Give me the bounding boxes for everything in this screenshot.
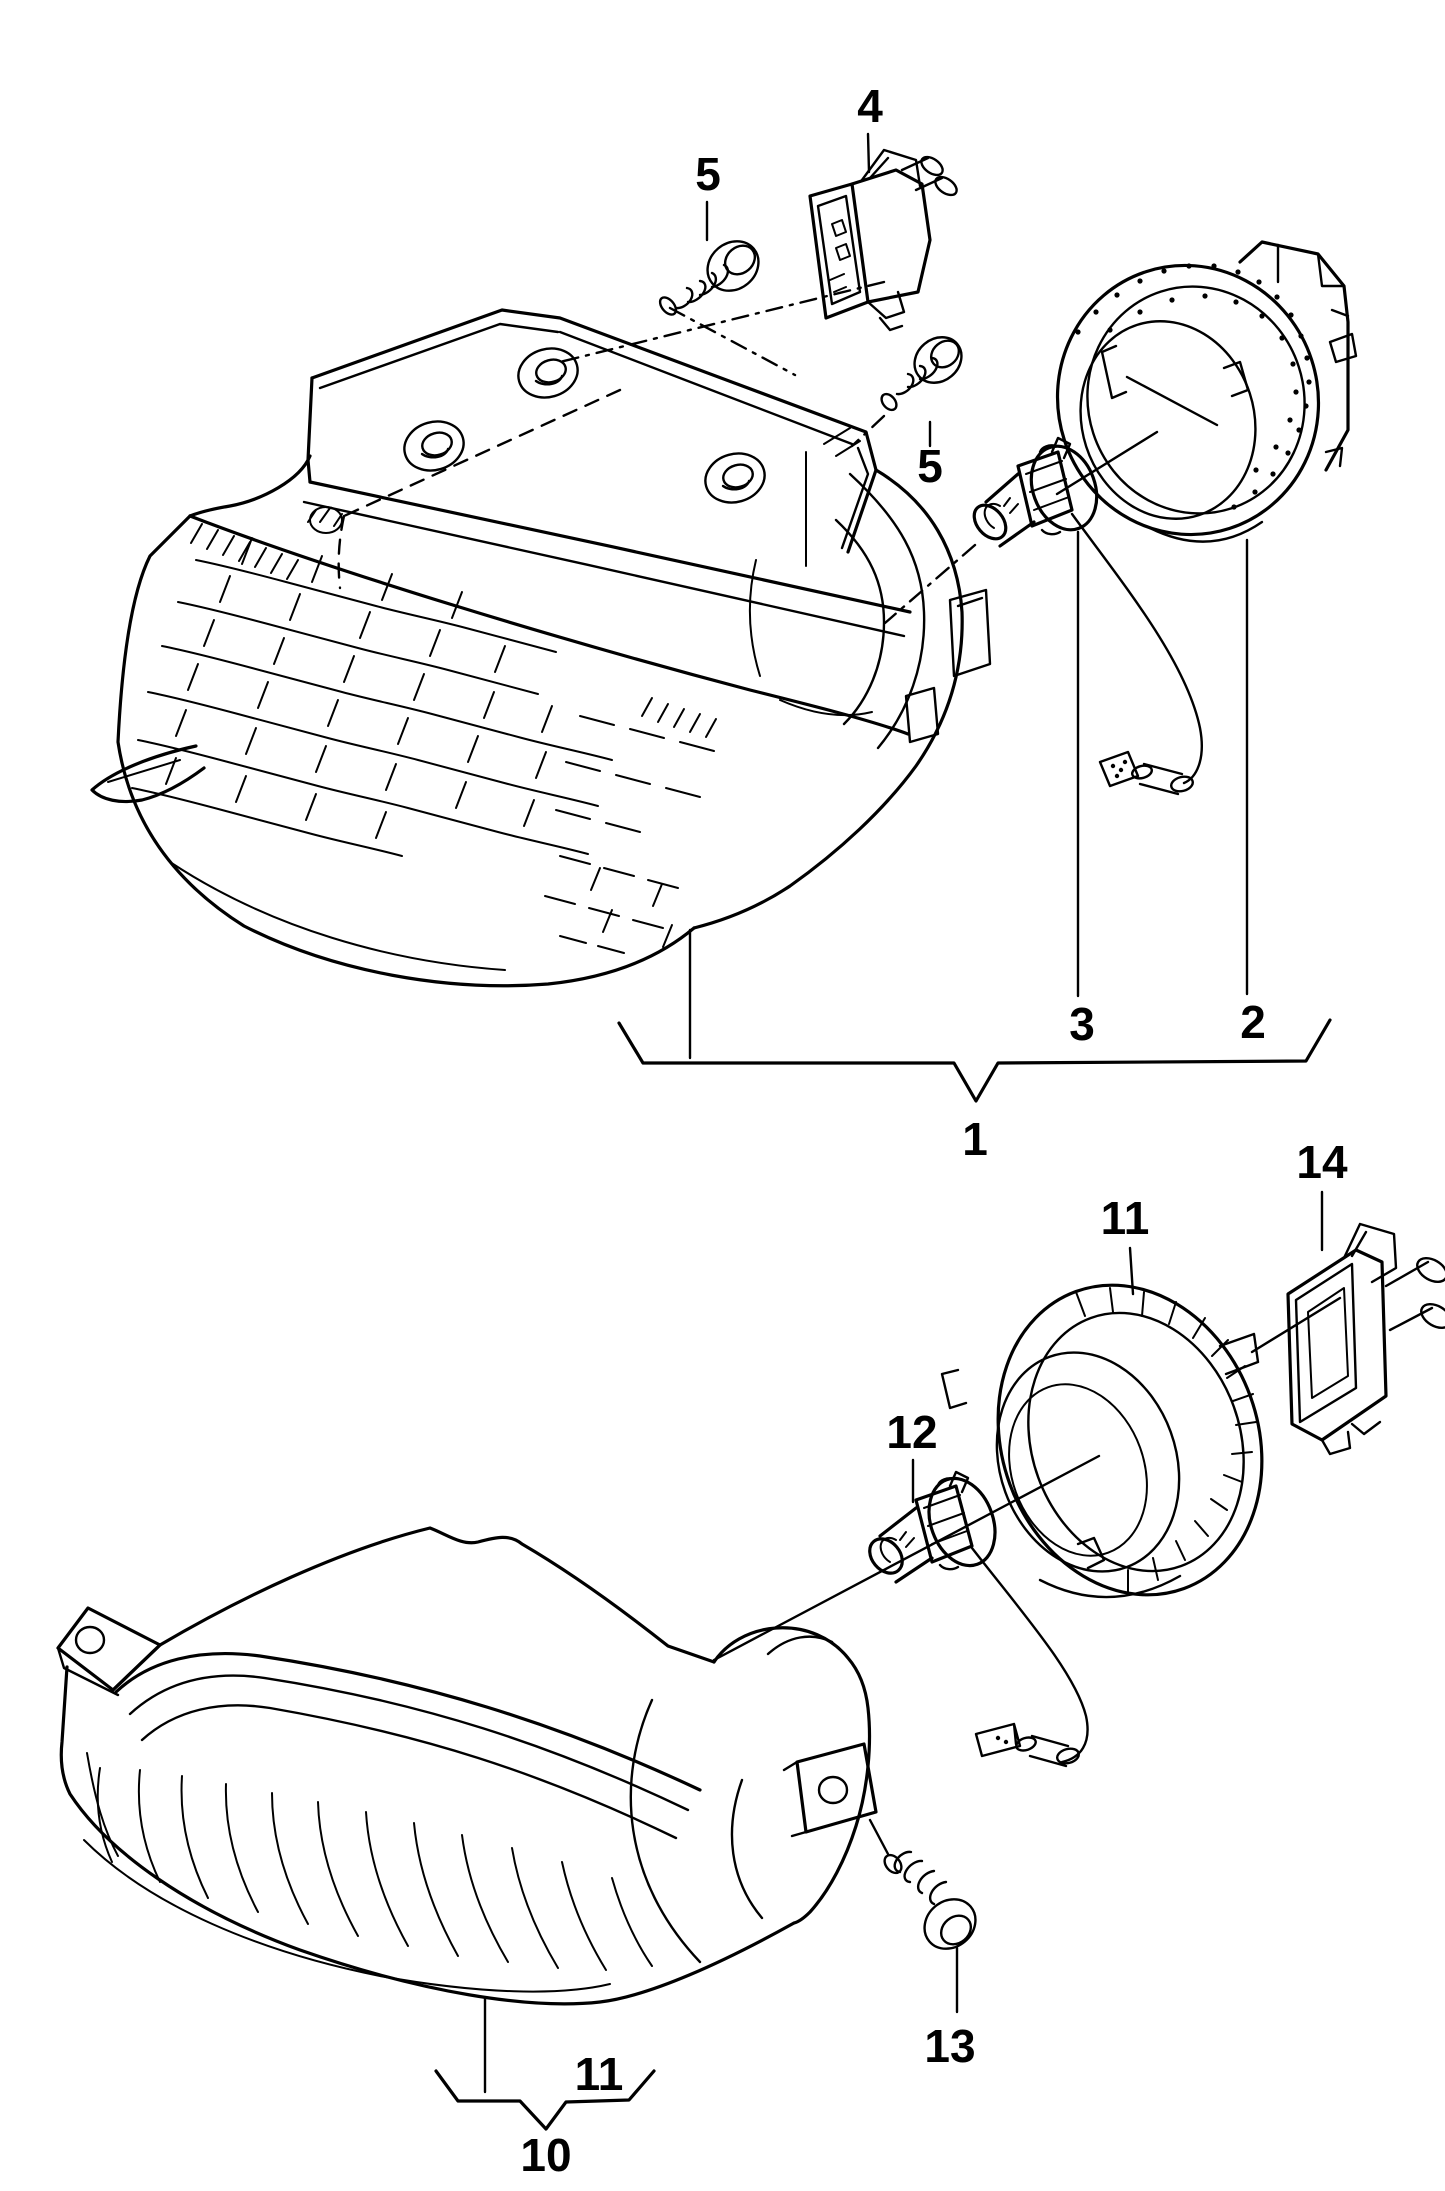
lower-callout-lines xyxy=(434,1190,1324,2131)
callout-12[interactable]: 12 xyxy=(886,1406,937,1458)
callout-4[interactable]: 4 xyxy=(857,80,883,132)
side-tab-drawing xyxy=(90,744,206,804)
reflector-11-leader xyxy=(712,1454,1101,1662)
callout-14[interactable]: 14 xyxy=(1296,1136,1348,1188)
spade-terminal-drawing xyxy=(974,1722,1080,1768)
screw-5b-drawing xyxy=(850,336,963,448)
reflector-2-drawing xyxy=(1055,240,1358,543)
lower-assembly-drawing: 11 14 12 13 11 10 xyxy=(56,1136,1445,2181)
bulb-to-reflector-leader xyxy=(1055,430,1159,496)
left-mount-tab-drawing xyxy=(56,1606,162,1697)
reflector-rim-hatching xyxy=(1075,1287,1257,1595)
mounting-bracket-drawing xyxy=(306,308,878,590)
callout-5-upper[interactable]: 5 xyxy=(695,148,721,200)
screw-5a-leader xyxy=(668,306,797,377)
callout-11-top[interactable]: 11 xyxy=(1101,1192,1150,1244)
upper-assembly-drawing: 4 5 5 3 2 1 xyxy=(90,80,1358,1165)
reflector-11-drawing xyxy=(712,1283,1264,1662)
lens-flute-pattern xyxy=(96,1767,653,1971)
bulb-3-drawing xyxy=(883,436,1203,796)
bracket-hole-icon xyxy=(517,347,579,399)
bracket-hole-icon xyxy=(704,452,766,504)
fog-lamp-housing-drawing xyxy=(56,1526,890,2006)
reflector-rim-dots xyxy=(1075,263,1312,510)
callout-2[interactable]: 2 xyxy=(1240,996,1266,1048)
connector-4-drawing xyxy=(808,148,958,332)
lens-right-hatching xyxy=(641,697,717,738)
hidden-boss-detail xyxy=(307,506,343,534)
connector-14-leader xyxy=(1250,1296,1342,1354)
lens-corner-hatching xyxy=(190,523,299,580)
callout-10[interactable]: 10 xyxy=(520,2129,571,2181)
lamp-housing-drawing xyxy=(90,427,992,988)
screw-5a-drawing xyxy=(658,240,760,316)
bracket-hole-icon xyxy=(403,420,465,472)
connector-14-drawing xyxy=(1250,1222,1445,1456)
callout-13[interactable]: 13 xyxy=(924,2020,975,2072)
callout-5-lower[interactable]: 5 xyxy=(917,440,943,492)
upper-callout-lines xyxy=(617,132,1332,1103)
right-mount-tab-drawing xyxy=(782,1742,890,1856)
screw-13-drawing xyxy=(883,1850,977,1950)
callout-3[interactable]: 3 xyxy=(1069,998,1095,1050)
callout-1[interactable]: 1 xyxy=(962,1113,988,1165)
wire-terminal-drawing xyxy=(1098,750,1194,796)
group-bracket-10 xyxy=(434,2069,656,2131)
connector-4-leader-dash xyxy=(558,280,886,364)
bulb-12-drawing xyxy=(868,1470,1089,1768)
lens-grid-pattern xyxy=(131,537,715,954)
group-bracket-1 xyxy=(617,1018,1332,1103)
callout-11-bracket[interactable]: 11 xyxy=(575,2048,624,2100)
